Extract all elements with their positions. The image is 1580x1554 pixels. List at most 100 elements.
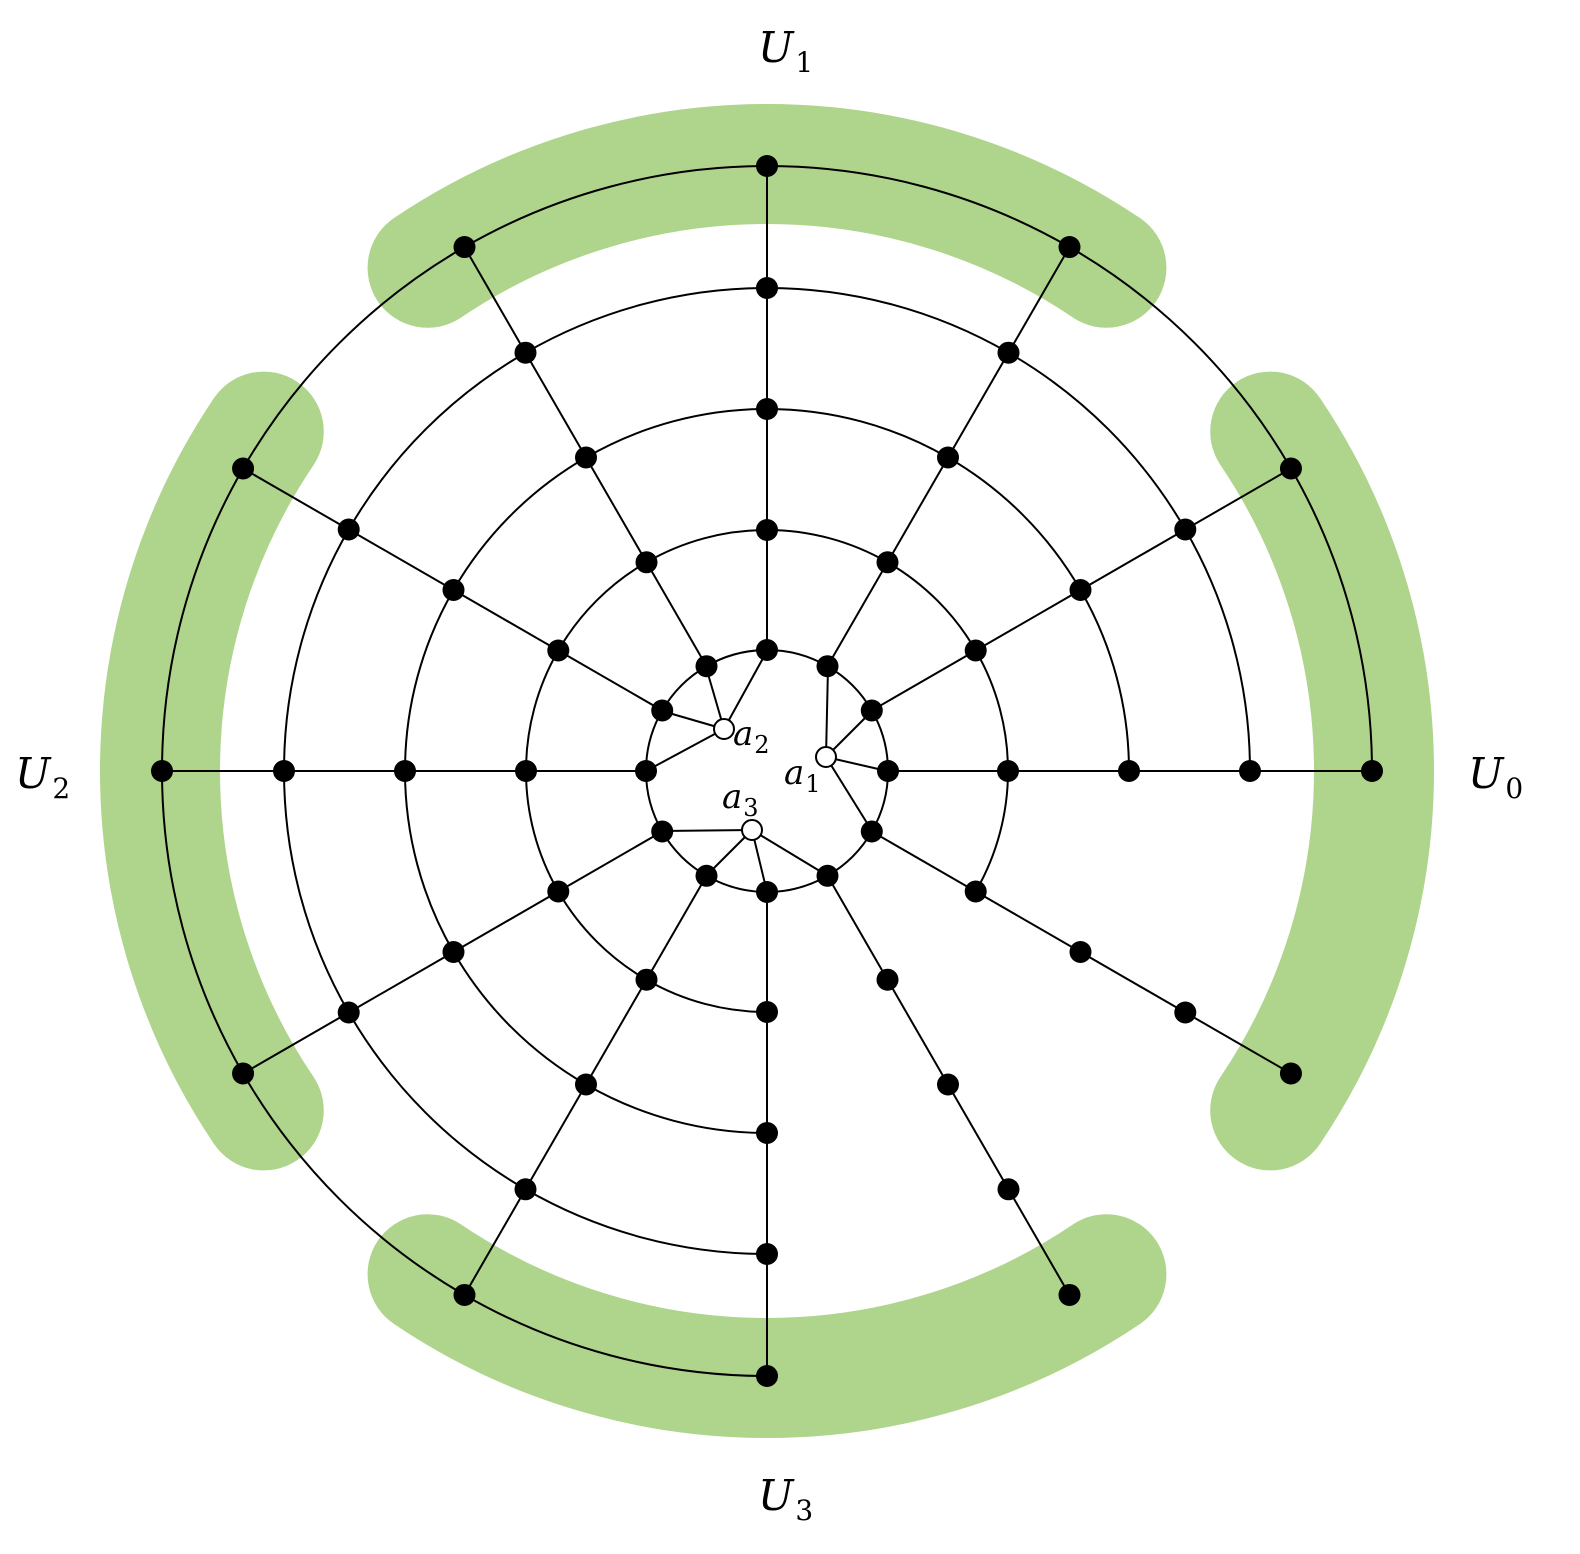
spoke-edge [557, 649, 663, 712]
vertex [756, 398, 778, 420]
spoke-edge [242, 1011, 350, 1075]
spoke-edge [1007, 246, 1071, 354]
inner-edge [751, 829, 829, 877]
ring-edge [525, 650, 560, 772]
ring-edge [766, 529, 888, 564]
vertex [997, 760, 1019, 782]
vertex-a3 [741, 819, 763, 841]
vertex [1361, 760, 1383, 782]
ring-edge [766, 408, 949, 459]
ring-edge [646, 529, 768, 564]
ring-edge [242, 1072, 466, 1296]
vertex [651, 820, 674, 843]
vertex [1279, 1062, 1302, 1085]
ring-edge [766, 165, 1070, 248]
vertex [575, 1073, 597, 1096]
vertex [756, 881, 778, 903]
vertex [964, 639, 987, 662]
vertex [1058, 236, 1081, 259]
vertex [337, 518, 360, 541]
vertex [1118, 760, 1140, 782]
vertex [514, 1178, 537, 1201]
vertex [997, 1178, 1020, 1201]
inner-edge [723, 650, 768, 730]
ring-edge [1184, 529, 1251, 772]
label-a1: a1 [784, 753, 821, 798]
ring-edge [452, 456, 587, 591]
vertex [695, 864, 718, 887]
vertex [337, 1001, 360, 1024]
label-U2: U2 [15, 749, 70, 805]
spoke-edge [524, 352, 587, 458]
vertex [756, 277, 778, 299]
spoke-edge [975, 890, 1082, 953]
spoke-edge [348, 951, 454, 1014]
vertex [1174, 1001, 1197, 1024]
vertex [635, 551, 658, 574]
vertex-a1 [815, 746, 837, 768]
inner-edge [645, 728, 725, 772]
vertex [1174, 518, 1197, 541]
vertex [635, 968, 658, 991]
ring-edge [1290, 468, 1373, 772]
spoke-edge [1184, 1011, 1292, 1075]
vertex [756, 1365, 778, 1387]
ring-edge [1068, 246, 1292, 470]
spoke-edge [242, 467, 350, 531]
vertex [514, 341, 537, 364]
vertices [151, 155, 1383, 1387]
spoke-edge [585, 456, 648, 563]
vertex [547, 639, 570, 662]
vertex [1058, 1283, 1081, 1306]
inner-edge [661, 829, 753, 832]
ring-edge [585, 408, 768, 459]
inner-edge [825, 756, 873, 832]
label-a2: a2 [733, 714, 770, 759]
ring-edge [766, 287, 1009, 354]
vertex [151, 760, 173, 782]
ring-edge [525, 287, 768, 354]
vertex [695, 655, 718, 678]
vertex [997, 341, 1020, 364]
vertex [453, 236, 476, 259]
ring-edge [646, 978, 768, 1013]
vertex [232, 1062, 255, 1085]
spoke-edge [886, 456, 949, 563]
ring-edge [161, 468, 244, 772]
spoke-edge [1080, 951, 1186, 1014]
vertex [1279, 457, 1302, 480]
ring-edge [404, 770, 455, 953]
spoke-edge [886, 979, 949, 1086]
ring-edge [161, 770, 244, 1074]
label-U0: U0 [1468, 749, 1523, 805]
spoke-edge [557, 830, 663, 893]
vertex [1069, 579, 1092, 601]
ring-edge [283, 770, 350, 1013]
vertex [876, 551, 899, 574]
vertex [816, 655, 839, 678]
ring-edge [525, 770, 560, 892]
spoke-edge [452, 890, 559, 953]
ring-edge [1007, 351, 1187, 531]
ring-edge [464, 165, 768, 248]
edges [161, 165, 1373, 1377]
spoke-edge [348, 528, 454, 591]
ring-edge [974, 770, 1009, 892]
spoke-edge [871, 649, 977, 712]
spoke-edge [463, 246, 527, 354]
vertex [575, 446, 597, 469]
ring-edge [242, 246, 466, 470]
ring-edge [557, 561, 648, 652]
vertex [442, 579, 465, 601]
ring-edge [452, 951, 587, 1086]
label-U1: U1 [758, 23, 813, 79]
vertex [756, 1122, 778, 1144]
ring-edge [404, 589, 455, 772]
vertex [756, 1001, 778, 1023]
spoke-edge [645, 875, 708, 981]
ring-edge [947, 456, 1082, 591]
spoke-edge [452, 589, 559, 652]
vertex [860, 820, 883, 843]
vertex [547, 880, 570, 903]
spoke-edge [1080, 528, 1186, 591]
